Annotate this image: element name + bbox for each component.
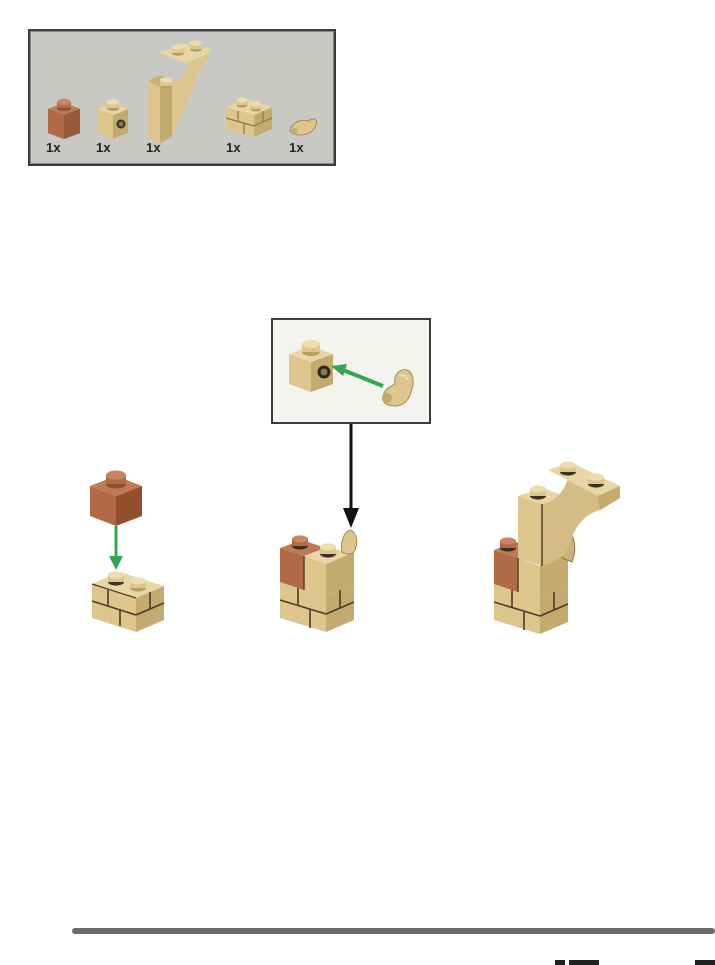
part-quantity: 1x [96,141,111,155]
callout-horn-icon [377,366,417,410]
part-brick-1x1-reddish-brown-icon [46,97,82,141]
callout-side-stud-brick-icon [287,336,337,394]
callout-pointer-arrow-icon [343,424,359,530]
part-brick-1x1-side-stud-icon [96,97,130,141]
step-3-assembly-icon [492,458,624,640]
step-2-assembly-icon [278,526,362,636]
step-1-masonry-brick-icon [90,568,166,634]
parts-list-box: 1x 1x 1x 1x 1x [28,29,336,166]
step-1-reddish-brick-icon [88,466,144,528]
sub-assembly-callout [271,318,431,424]
part-horn-icon [286,115,320,139]
part-arch-tan-icon [144,39,212,139]
step-1-green-arrow-icon [109,526,123,572]
part-quantity: 1x [146,141,161,155]
part-quantity: 1x [226,141,241,155]
part-brick-1x2-masonry-icon [224,93,274,139]
part-quantity: 1x [46,141,61,155]
part-quantity: 1x [289,141,304,155]
page-edge-marks [555,958,715,965]
page-bottom-rule [72,928,715,934]
